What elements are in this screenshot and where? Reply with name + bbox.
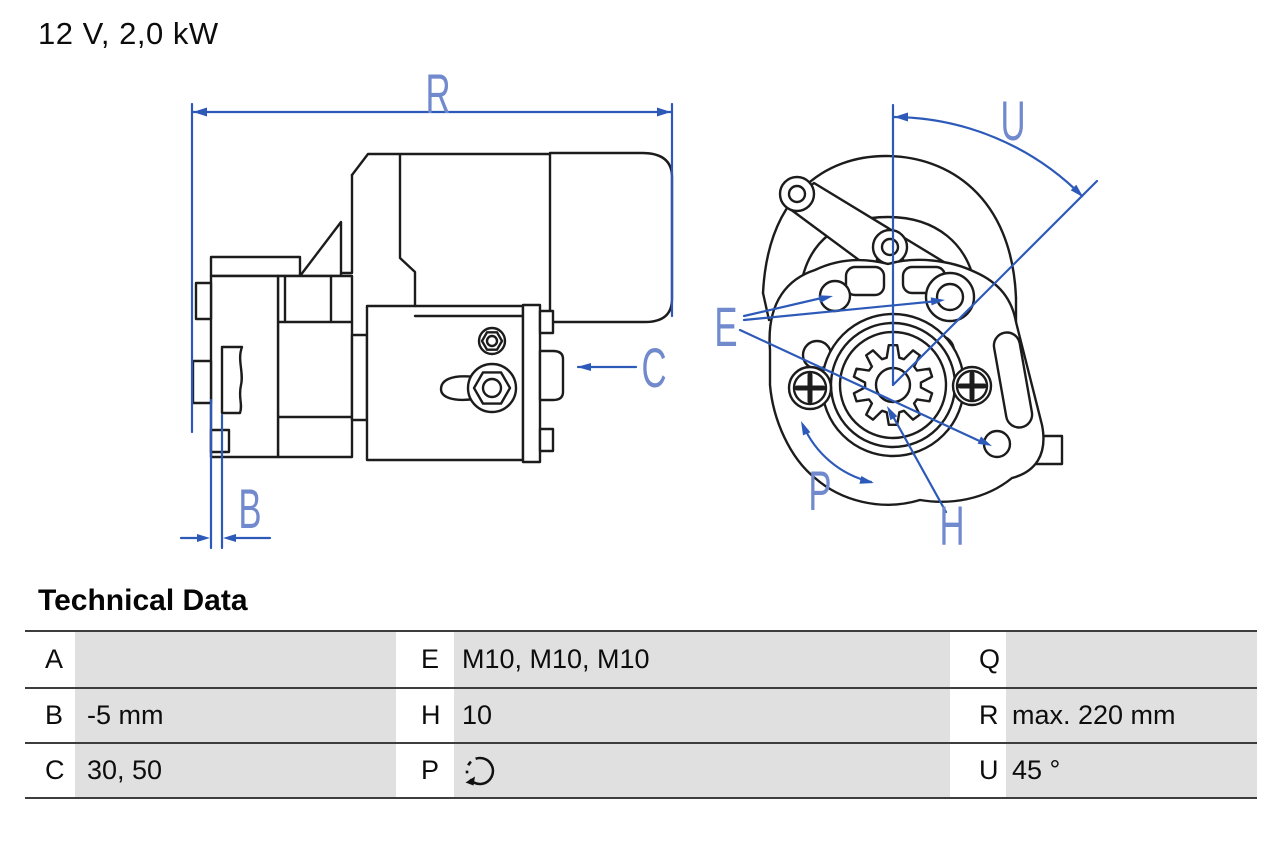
dim-B-extensions	[209, 398, 224, 550]
shaft-stub	[538, 349, 565, 402]
table-heading: Technical Data	[38, 584, 248, 617]
arrow-E-1	[818, 295, 833, 303]
label-C: C	[641, 337, 666, 400]
table-row: A E M10, M10, M10 Q	[25, 630, 1257, 687]
value-Q	[1006, 632, 1257, 687]
arrow-E-3	[977, 436, 992, 446]
housing-web-left	[761, 291, 771, 322]
value-R: max. 220 mm	[1006, 689, 1257, 742]
table-row: B -5 mm H 10 R max. 220 mm	[25, 687, 1257, 742]
pinion-break-line	[220, 345, 244, 415]
key-Q: Q	[950, 632, 1006, 687]
label-P: P	[808, 460, 831, 523]
arrow-P-end	[859, 476, 874, 484]
dimension-arrowheads	[193, 107, 1084, 542]
hex-bolt-small	[477, 326, 507, 356]
arrow-R-left	[193, 107, 207, 117]
value-B: -5 mm	[75, 689, 396, 742]
value-U: 45 °	[1006, 744, 1257, 797]
key-H: H	[396, 689, 454, 742]
body-left-edge	[339, 173, 354, 275]
bracket-brace	[298, 220, 343, 278]
plate-tab-top	[538, 309, 555, 335]
strap-lug	[778, 175, 816, 213]
table-row: C 30, 50 P U 45 °	[25, 742, 1257, 797]
arrow-H	[887, 406, 898, 421]
center-column-details	[276, 274, 354, 419]
housing-arch-inner	[798, 215, 978, 294]
plate-tab-bottom	[538, 427, 555, 453]
dim-U-arc	[891, 115, 1084, 198]
solenoid-outline	[548, 151, 674, 324]
key-R: R	[950, 689, 1006, 742]
side-view	[191, 151, 674, 464]
key-B: B	[25, 689, 75, 742]
bracket-strip	[209, 255, 302, 278]
column-connector	[350, 333, 369, 422]
key-A: A	[25, 632, 75, 687]
dim-E-leaders	[738, 295, 988, 446]
dim-H-leader	[888, 409, 948, 514]
body-hip-line	[398, 153, 417, 308]
housing-arch-outer	[761, 154, 1018, 300]
arrow-B-left	[197, 534, 210, 542]
value-H: 10	[454, 689, 950, 742]
label-R: R	[425, 63, 450, 126]
flange-slot-left	[844, 265, 886, 297]
phillips-screw-right	[951, 365, 993, 407]
dimension-labels: R U C B E P H	[238, 63, 1025, 558]
value-E: M10, M10, M10	[454, 632, 950, 687]
key-P: P	[396, 744, 454, 797]
bolt-hole-upper-right	[924, 271, 976, 323]
terminal-lug	[439, 375, 477, 402]
technical-drawing: R U C B E P H	[179, 63, 1099, 558]
label-H: H	[939, 495, 964, 558]
value-C: 30, 50	[75, 744, 396, 797]
label-B: B	[238, 478, 261, 541]
technical-data-table: A E M10, M10, M10 Q B -5 mm H 10 R max. …	[25, 630, 1257, 799]
key-E: E	[396, 632, 454, 687]
shaft-tab-lower	[191, 359, 213, 405]
center-column	[276, 274, 354, 459]
phillips-screw-left	[787, 365, 833, 411]
label-U: U	[1000, 90, 1025, 153]
body-roof-line	[350, 152, 552, 177]
hex-bolt-large	[466, 362, 518, 414]
dim-U-diagonal	[891, 179, 1099, 387]
value-A	[75, 632, 396, 687]
value-P	[454, 744, 950, 797]
arrow-U-arc-start	[894, 112, 908, 122]
arrow-R-right	[657, 107, 671, 117]
key-U: U	[950, 744, 1006, 797]
mount-plate	[521, 303, 542, 464]
arrow-C	[577, 363, 591, 371]
counterclockwise-rotation-icon	[465, 756, 495, 785]
flange-foot	[209, 428, 231, 454]
arrow-P-start	[801, 421, 811, 436]
dim-R-extensions	[190, 102, 674, 434]
label-E: E	[714, 296, 737, 359]
arrow-B-right	[223, 534, 236, 542]
flange-tab-upper	[194, 281, 213, 321]
page-title: 12 V, 2,0 kW	[38, 16, 219, 51]
key-C: C	[25, 744, 75, 797]
flange-arc-slot	[992, 331, 1034, 429]
arrow-U-arc-end	[1070, 184, 1084, 198]
arrow-E-2	[930, 297, 945, 306]
